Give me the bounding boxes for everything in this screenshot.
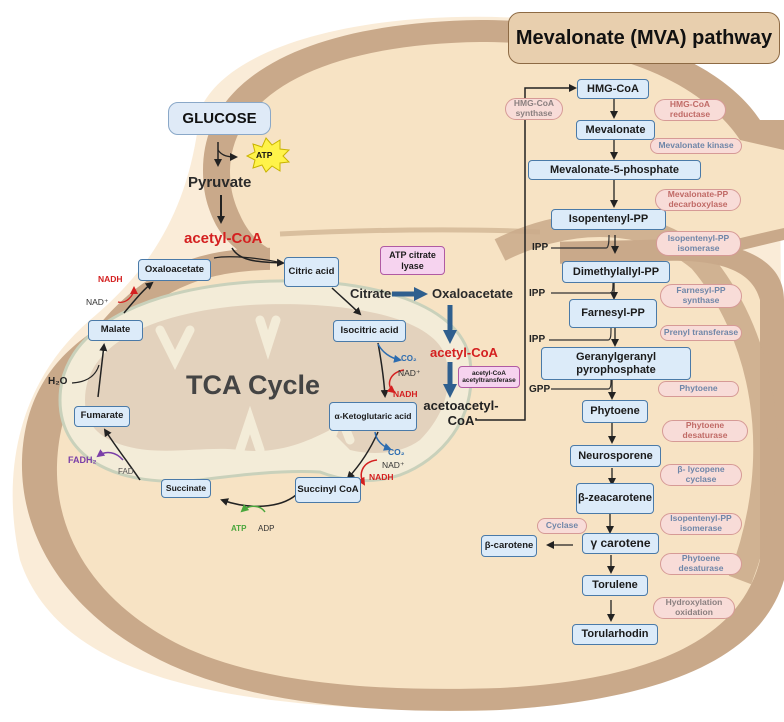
enzyme-mevalonate-kinase: Mevalonate kinase: [650, 138, 742, 154]
mva-step-geranylgeranyl-pp: Geranylgeranyl pyrophosphate: [541, 347, 691, 380]
ipp-input-2: IPP: [529, 288, 546, 299]
bud-neck-line: [279, 227, 541, 237]
acetoacetyl-coa-label: acetoacetyl-CoA: [423, 398, 499, 428]
succinyl-coa-box: Succinyl CoA: [295, 477, 361, 503]
arrow-nadh-3: [117, 286, 138, 303]
ipp-input-3: IPP: [529, 334, 546, 345]
atp-label-succinyl: ATP: [231, 524, 247, 533]
enzyme-hmg-coa-synthase: HMG-CoA synthase: [505, 98, 563, 120]
nadh-label-ketoglutaric: NADH: [369, 472, 394, 482]
gpp-input: GPP: [529, 384, 551, 395]
mva-step-farnesyl-pp: Farnesyl-PP: [569, 299, 657, 328]
fadh2-label: FADH₂: [68, 455, 97, 465]
oxaloacetate-cytosol-label: Oxaloacetate: [432, 286, 513, 301]
atp-citrate-lyase-box: ATP citrate lyase: [380, 246, 445, 275]
adp-label: ADP: [258, 524, 275, 533]
arrow-succinate-fumarate: [103, 428, 141, 481]
tca-cycle-title: TCA Cycle: [186, 370, 321, 400]
mva-step-mevalonate-5-phosphate: Mevalonate-5-phosphate: [528, 160, 701, 180]
title-text: Mevalonate (MVA) pathway: [515, 27, 773, 49]
arrow-atp-gen: [240, 504, 266, 513]
arrow-co2-release-1: [377, 343, 402, 363]
arrow-succinyl-succinate: [220, 494, 297, 508]
arrow-malate-oxaloacetate: [123, 281, 154, 314]
pyruvate-label: Pyruvate: [188, 174, 252, 191]
arrow-atp-release: [217, 149, 238, 161]
co2-label-2: CO₂: [388, 447, 405, 457]
enzyme-isopentenyl-pp-isomerase-1: Isopentenyl-PP isomerase: [656, 231, 741, 256]
nad-label-ketoglutaric: NAD⁺: [382, 460, 405, 470]
enzyme-beta-lycopene-cyclase: β- lycopene cyclase: [660, 464, 742, 486]
enzyme-isopentenyl-pp-isomerase-2: Isopentenyl-PP isomerase: [660, 513, 742, 535]
atp-label: ATP: [256, 150, 273, 160]
arrow-citric-isocitric: [331, 287, 362, 316]
mva-step-beta-zeacarotene: β-zeacarotene: [576, 483, 654, 514]
malate-box: Malate: [88, 320, 143, 341]
enzyme-mevalonate-pp-decarboxylase: Mevalonate-PP decarboxylase: [655, 189, 741, 211]
enzyme-hmg-coa-reductase: HMG-CoA reductase: [654, 99, 726, 121]
mva-arrows: [546, 98, 619, 622]
ipp-input-1: IPP: [532, 242, 549, 253]
arrow-acetylcoa-citric: [231, 247, 285, 267]
arrow-acetoacetyl-hmgcoa: [475, 84, 577, 421]
arrow-isocitric-ketoglutaric: [377, 342, 389, 398]
mva-step-mevalonate: Mevalonate: [576, 120, 655, 140]
co2-label-1: CO₂: [401, 354, 417, 363]
mva-step-torularhodin: Torularhodin: [572, 624, 658, 645]
nad-label-malate: NAD⁺: [86, 297, 109, 307]
isocitric-acid-box: Isocitric acid: [333, 320, 406, 342]
arrow-oxaloacetate-citric: [213, 256, 284, 264]
fad-label: FAD: [118, 467, 134, 476]
citrate-label: Citrate: [350, 286, 392, 301]
enzyme-cyclase: Cyclase: [537, 518, 587, 534]
mva-step-torulene: Torulene: [582, 575, 648, 596]
arrow-nadh-2: [357, 459, 378, 486]
mva-step-dimethylallyl-pp: Dimethylallyl-PP: [562, 261, 670, 283]
enzyme-farnesyl-pp-synthase: Farnesyl-PP synthase: [660, 284, 742, 308]
alpha-ketoglutaric-acid-box: α-Ketoglutaric acid: [329, 402, 417, 431]
citric-acid-box: Citric acid: [284, 257, 339, 287]
fumarate-box: Fumarate: [74, 406, 130, 427]
acetyl-coa-cytosol-label: acetyl-CoA: [430, 345, 498, 360]
acetyltransferase-box: acetyl-CoA acetyltransferase: [458, 366, 520, 388]
glucose-box: GLUCOSE: [168, 102, 271, 135]
acetyl-coa-label: acetyl-CoA: [184, 230, 263, 247]
mva-step-phytoene: Phytoene: [582, 400, 648, 423]
beta-carotene-box: β-carotene: [481, 535, 537, 557]
h2o-label: H₂O: [48, 376, 68, 387]
enzyme-phytoene-desaturase-2: Phytoene desaturase: [660, 553, 742, 575]
arrow-h2o-input: [71, 364, 100, 384]
oxaloacetate-box: Oxaloacetate: [138, 259, 211, 281]
enzyme-prenyl-transferase: Prenyl transferase: [660, 325, 742, 341]
arrow-co2-release-2: [374, 431, 392, 451]
succinate-box: Succinate: [161, 479, 211, 498]
enzyme-phytoene-desaturase-1: Phytoene desaturase: [662, 420, 748, 442]
enzyme-phytoene: Phytoene: [658, 381, 739, 397]
nadh-label-isocitric: NADH: [393, 389, 418, 399]
mva-pathway-title: Mevalonate (MVA) pathway: [508, 12, 780, 64]
atp-starburst-icon: [245, 137, 291, 173]
mva-step-hmg-coa: HMG-CoA: [577, 79, 649, 99]
mva-step-neurosporene: Neurosporene: [570, 445, 661, 467]
mva-step-gamma-carotene: γ carotene: [582, 533, 659, 554]
enzyme-hydroxylation-oxidation: Hydroxylation oxidation: [653, 597, 735, 619]
mva-step-isopentenyl-pp: Isopentenyl-PP: [551, 209, 666, 230]
nad-label-isocitric: NAD⁺: [398, 368, 421, 378]
glucose-label: GLUCOSE: [182, 110, 257, 127]
nadh-label-malate: NADH: [98, 274, 123, 284]
arrow-fumarate-malate: [97, 343, 108, 398]
arrow-fadh2: [96, 449, 124, 461]
arrow-nadh-1: [386, 369, 405, 394]
